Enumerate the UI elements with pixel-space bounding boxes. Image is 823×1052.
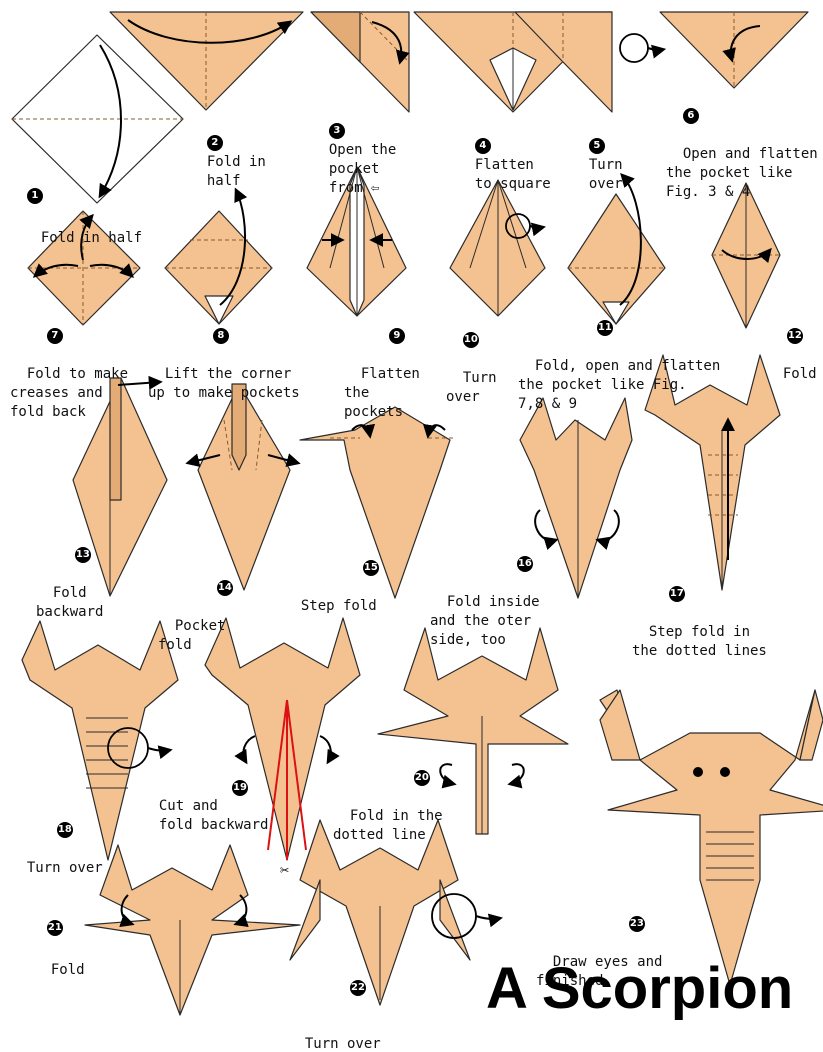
step-number-11: 11	[597, 320, 613, 336]
step-13-caption: 13 Fold backward	[36, 527, 103, 622]
fold-arrow-icon	[648, 48, 663, 50]
step-number-5: 5	[589, 138, 605, 154]
step-text-9: Flatten the pockets	[344, 366, 420, 420]
eye-right	[720, 767, 730, 777]
fold-arrow-icon	[530, 226, 543, 228]
step-number-18: 18	[57, 822, 73, 838]
figure-step-10	[450, 180, 545, 316]
step-text-1: Fold in half	[41, 230, 142, 246]
step-3-caption: 3 Open the pocket from ⇦	[312, 103, 396, 198]
step-number-12: 12	[787, 328, 803, 344]
fold-arrow-icon	[320, 736, 331, 762]
step-text-18: Turn over	[27, 860, 103, 876]
page-title: A Scorpion	[486, 958, 793, 1020]
step-number-13: 13	[75, 547, 91, 563]
step-12-caption: 12 Fold	[766, 308, 817, 384]
fold-arrow-icon	[148, 748, 170, 751]
step-6-caption: 6 Open and flatten the pocket like Fig. …	[666, 88, 818, 202]
step-number-8: 8	[213, 328, 229, 344]
step-text-7: Fold to make creases and fold back	[10, 366, 128, 420]
leg	[290, 880, 320, 960]
step-number-2: 2	[207, 135, 223, 151]
step-text-21: Fold	[51, 962, 85, 978]
figure-step-3	[311, 12, 409, 112]
step-number-7: 7	[47, 328, 63, 344]
step-9-caption: 9 Flatten the pockets	[344, 308, 420, 422]
step-text-10: Turn over	[446, 370, 497, 405]
step-text-16: Fold inside and the oter side, too	[430, 594, 540, 648]
step-19-caption: Cut and fold backward 19	[142, 778, 268, 854]
fold-arrow-icon	[243, 736, 255, 762]
step-text-15: Step fold	[301, 598, 377, 614]
step-16-caption: 16 Fold inside and the oter side, too	[430, 536, 540, 650]
step-number-22: 22	[350, 980, 366, 996]
step-number-17: 17	[669, 586, 685, 602]
step-text-2: Fold in half	[207, 153, 266, 191]
step-17-caption: 17 Step fold in the dotted lines	[632, 566, 767, 661]
step-20-caption: 20 Fold in the dotted line	[333, 750, 443, 845]
step-15-caption: 15 Step fold	[284, 540, 379, 616]
step-number-21: 21	[47, 920, 63, 936]
turn-over-icon	[620, 34, 648, 62]
eye-left	[693, 767, 703, 777]
step-number-14: 14	[217, 580, 233, 596]
figure-step-12	[712, 183, 780, 328]
step-number-23: 23	[629, 916, 645, 932]
paper-part	[300, 820, 458, 1005]
step-text-6: Open and flatten the pocket like Fig. 3 …	[666, 146, 818, 200]
step-number-20: 20	[414, 770, 430, 786]
step-22-caption: 22 Turn over	[288, 984, 381, 1041]
step-18-caption: 18 Turn over	[10, 802, 103, 878]
step-number-9: 9	[389, 328, 405, 344]
step-number-16: 16	[517, 556, 533, 572]
figure-step-21	[85, 845, 300, 1015]
step-7-caption: 7 Fold to make creases and fold back	[10, 308, 128, 422]
step-text-8: Lift the corner up to make pockets	[148, 366, 300, 401]
paper-part	[85, 845, 300, 1015]
step-text-14: Pocket fold	[158, 618, 225, 653]
step-text-13: Fold backward	[36, 585, 103, 620]
figure-step-6	[660, 12, 808, 88]
step-2-caption: 2 Fold in half	[190, 115, 266, 191]
step-text-22: Turn over	[305, 1036, 381, 1052]
leg	[440, 880, 470, 960]
step-10-caption: 10 Turn over	[446, 312, 497, 407]
scissors-icon: ✂	[280, 861, 289, 879]
step-5-caption: 5 Turn over	[572, 118, 623, 194]
step-1-caption: 1 Fold in half	[10, 168, 128, 244]
step-text-5: Turn over	[589, 156, 623, 194]
step-8-caption: 8 Lift the corner up to make pockets	[148, 308, 300, 403]
fold-arrow-icon	[476, 916, 500, 919]
step-text-11: Fold, open and flatten the pocket like F…	[518, 358, 720, 412]
step-text-19: Cut and fold backward	[159, 797, 269, 835]
step-number-15: 15	[363, 560, 379, 576]
flap	[311, 12, 360, 62]
step-number-19: 19	[232, 780, 248, 796]
step-text-3: Open the pocket from ⇦	[329, 141, 396, 198]
step-11-caption: 11 Fold, open and flatten the pocket lik…	[518, 300, 720, 414]
step-text-12: Fold	[783, 366, 817, 382]
fold-arrow-icon	[510, 764, 524, 784]
step-21-caption: 21 Fold	[30, 900, 81, 976]
figure-step-8	[165, 190, 272, 324]
step-number-6: 6	[683, 108, 699, 124]
figure-step-22	[290, 820, 500, 1005]
step-number-4: 4	[475, 138, 491, 154]
step-14-caption: 14 Pocket fold	[158, 560, 233, 655]
step-number-1: 1	[27, 188, 43, 204]
step-number-10: 10	[463, 332, 479, 348]
step-text-20: Fold in the dotted line	[333, 808, 443, 843]
step-text-17: Step fold in the dotted lines	[632, 624, 767, 659]
step-text-4: Flatten to square	[475, 156, 551, 194]
step-4-caption: 4 Flatten to square	[458, 118, 551, 194]
step-number-3: 3	[329, 123, 345, 139]
